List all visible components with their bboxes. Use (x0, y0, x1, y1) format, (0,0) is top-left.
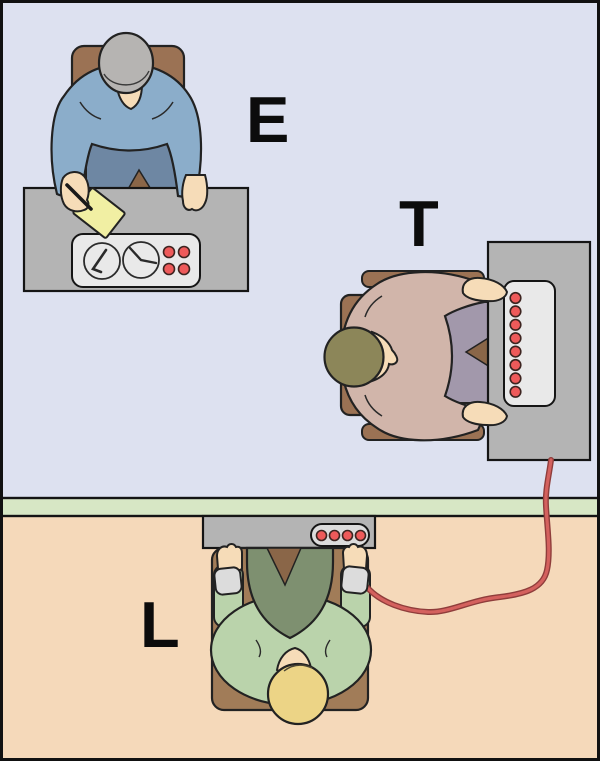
sweater-wrinkle (79, 101, 102, 120)
learner-hands-and-straps (213, 543, 370, 726)
shock-button-8 (509, 385, 522, 398)
shirt-wrinkle (255, 639, 262, 658)
shock-button-6 (509, 358, 522, 372)
experimenter-figure (22, 31, 250, 293)
indicator-light-3 (341, 529, 354, 542)
shock-generator (503, 280, 556, 407)
teacher-head (323, 326, 385, 388)
shock-button-3 (509, 318, 522, 331)
console-buttons (162, 245, 191, 276)
sweater-wrinkle (151, 101, 174, 120)
shock-button-2 (509, 305, 522, 318)
shock-button-4 (509, 332, 522, 345)
shock-button-1 (509, 291, 522, 305)
indicator-light-2 (328, 529, 341, 542)
label-experimenter: E (246, 83, 289, 156)
teacher-body (339, 270, 486, 442)
hairline (103, 70, 150, 86)
indicator-light-1 (315, 529, 328, 542)
wrist-strap (340, 565, 370, 595)
sweater-wrinkle (364, 295, 383, 318)
teacher-figure (323, 240, 592, 462)
console-button-1 (162, 245, 176, 259)
clock-hands-icon (128, 246, 158, 265)
chair-wedge (265, 547, 303, 587)
console-dial (83, 242, 121, 280)
console-button-3 (162, 262, 176, 276)
dial-needle-icon (90, 248, 108, 274)
partition-wall (0, 496, 600, 518)
label-learner: L (140, 588, 180, 661)
learner-bib (245, 546, 335, 640)
learner-indicator-box (310, 523, 370, 547)
experimenter-console (71, 233, 201, 288)
pen-icon (65, 183, 93, 211)
shock-button-7 (509, 372, 522, 385)
teacher-lower-hand (461, 400, 509, 427)
hair-part-line (283, 664, 313, 672)
wrist-strap (213, 566, 243, 596)
console-button-4 (177, 262, 191, 276)
console-button-2 (177, 245, 191, 259)
shock-button-5 (509, 345, 522, 358)
indicator-lights (315, 529, 367, 542)
sweater-wrinkle (364, 394, 383, 417)
experimenter-right-hand (181, 174, 209, 212)
label-teacher: T (399, 187, 439, 260)
teacher-upper-hand (461, 276, 509, 303)
shirt-wrinkle (324, 639, 331, 658)
indicator-light-4 (354, 529, 367, 542)
learner-head (266, 662, 330, 726)
experimenter-head (97, 31, 155, 95)
shock-generator-buttons (509, 291, 522, 398)
shock-cable (363, 457, 554, 616)
